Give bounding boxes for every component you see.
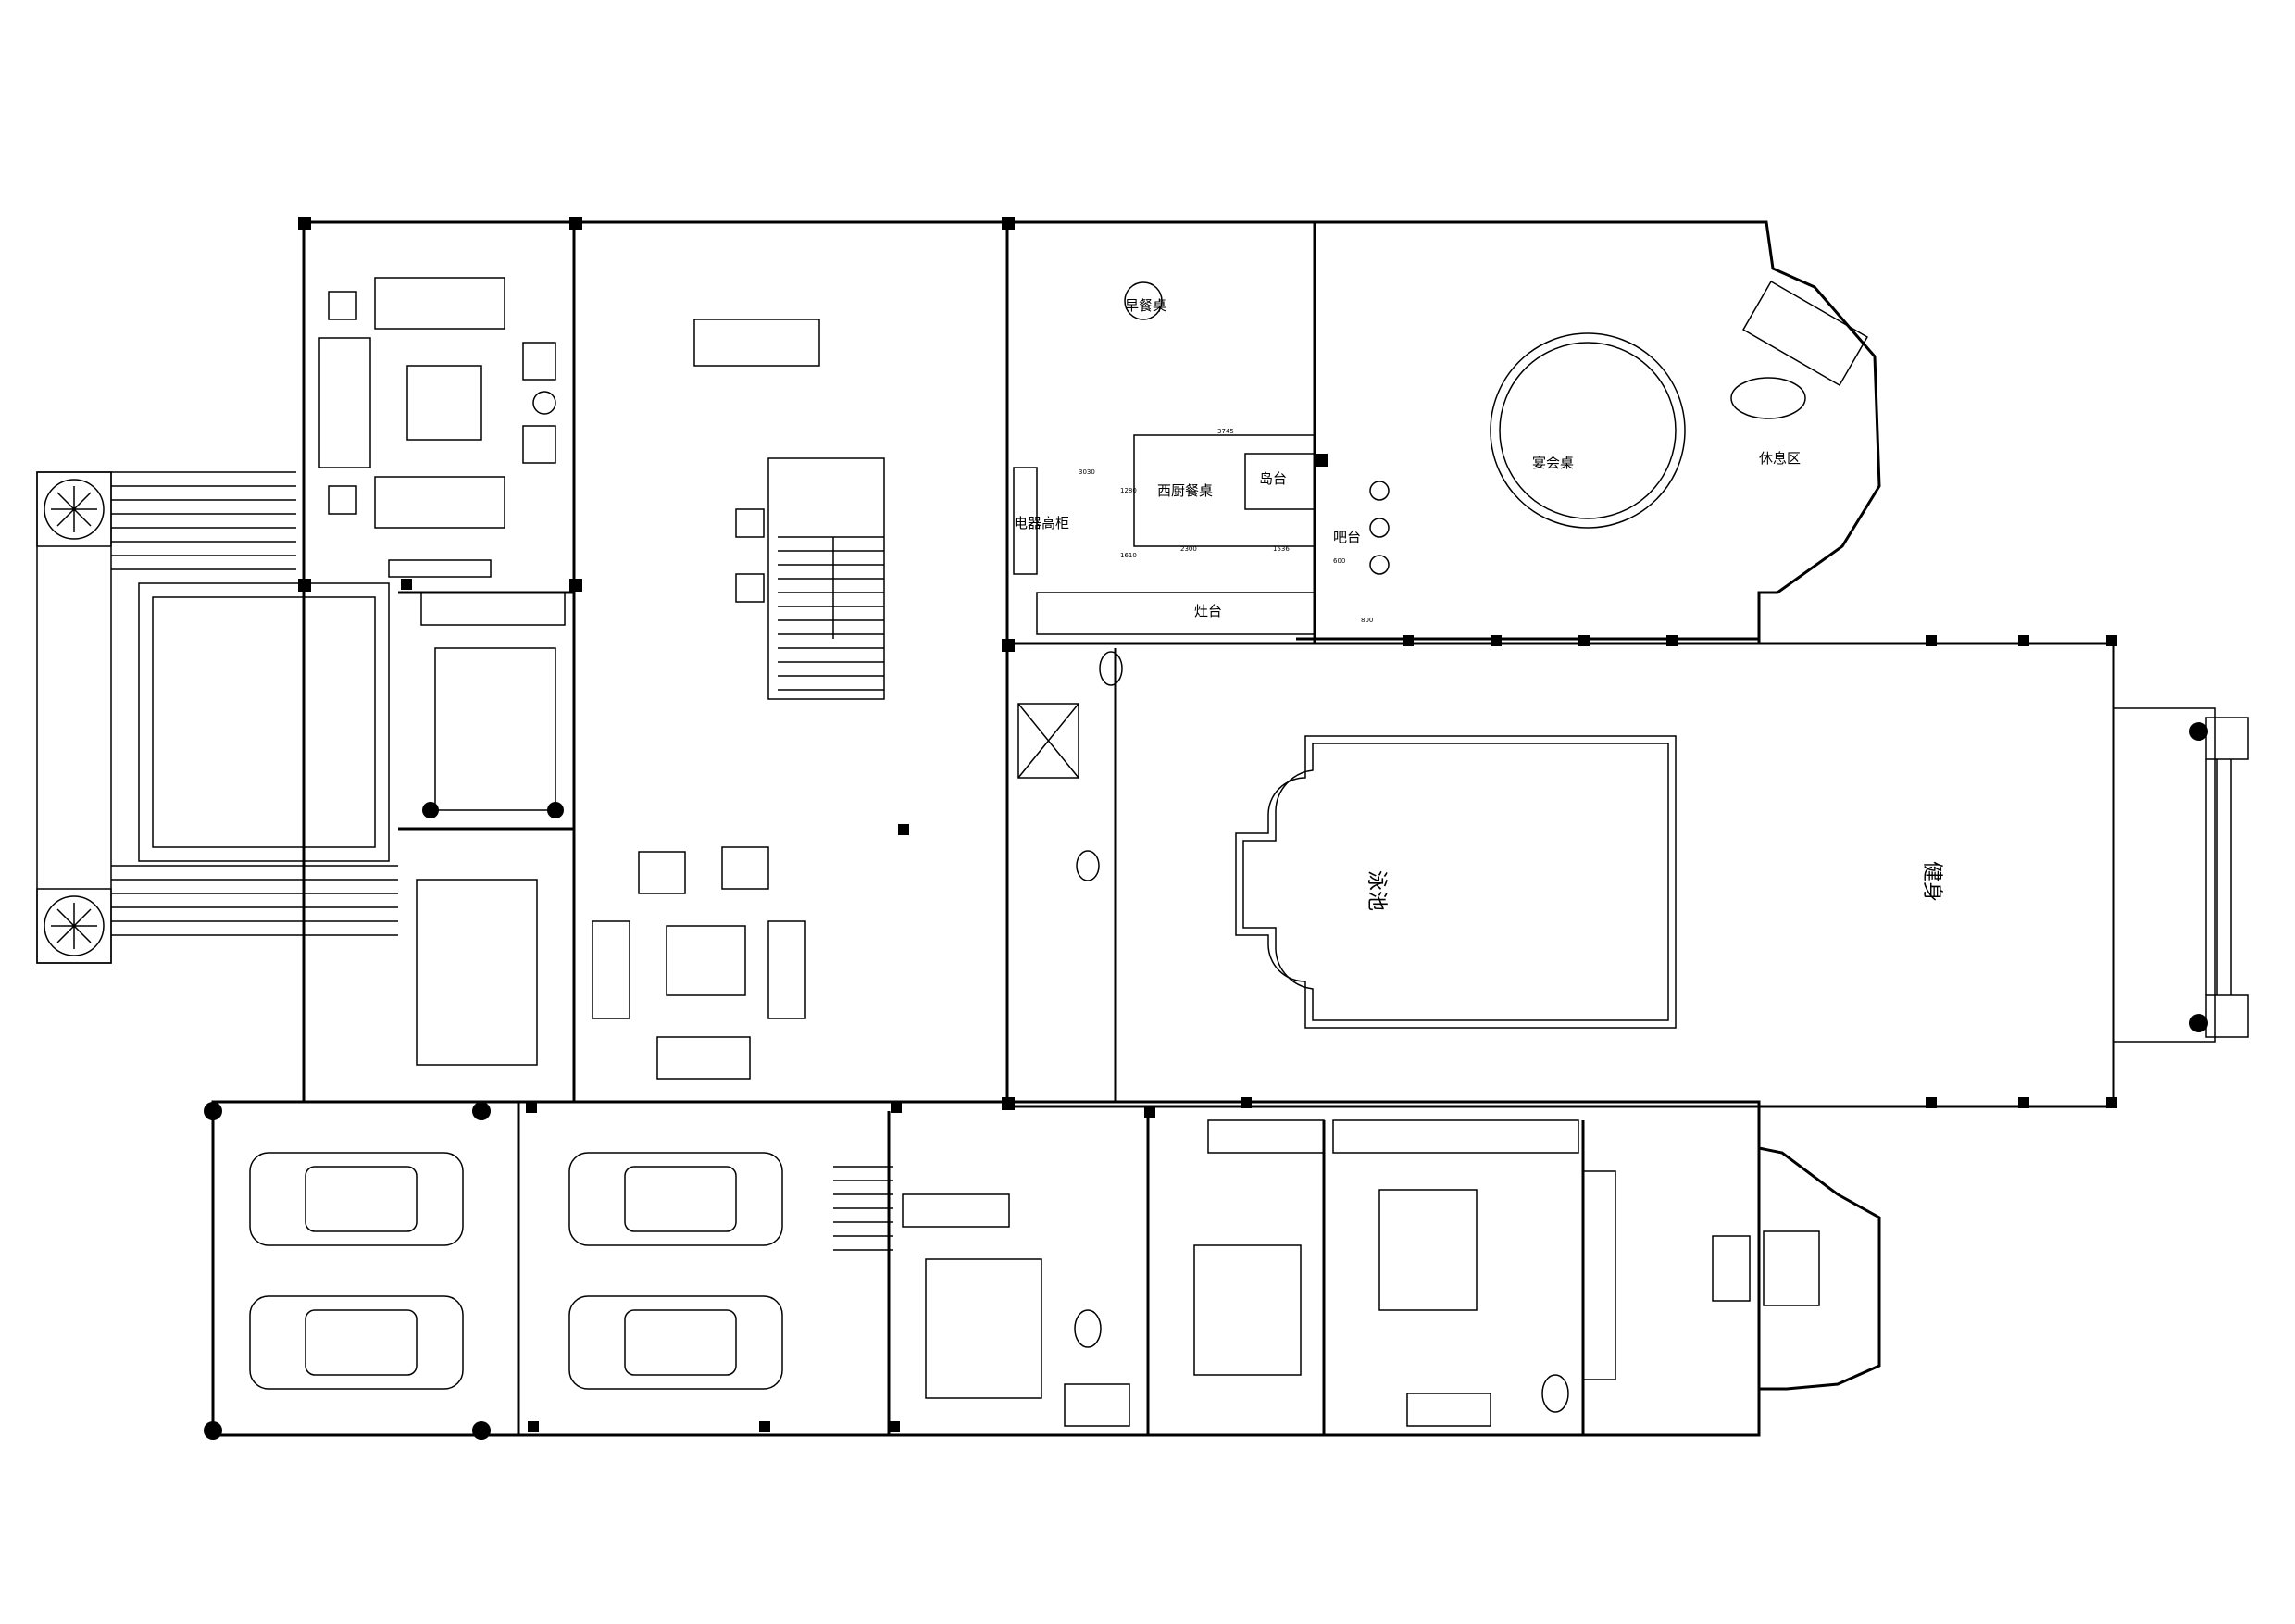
breakfast-table-label: 早餐桌	[1125, 297, 1166, 314]
left-terrace	[36, 471, 538, 1066]
dimension-text: 3745	[1217, 428, 1234, 435]
planter-bottom-left	[36, 888, 112, 964]
western-kitchen-dining-label: 西厨餐桌	[1157, 482, 1213, 499]
dimension-text: 800	[1361, 617, 1373, 624]
appliance-cabinet-label: 电器高柜	[1014, 515, 1069, 531]
stove-label: 灶台	[1194, 603, 1222, 619]
living-room	[318, 277, 556, 578]
dimension-text: 1610	[1120, 552, 1137, 559]
dimension-text: 1536	[1273, 545, 1290, 553]
car-4	[568, 1295, 783, 1390]
pool	[1235, 735, 1677, 1029]
dimensions: 3745 3030 2300 1536 1280 1610 600 800	[1079, 428, 1373, 624]
car-2	[568, 1152, 783, 1246]
bathrooms	[1017, 651, 1569, 1427]
bedrooms	[902, 1119, 1820, 1427]
car-3	[249, 1295, 464, 1390]
labels: 早餐桌 西厨餐桌 岛台 吧台 电器高柜 灶台 宴会桌 休息区 泳池 健身	[1014, 297, 1943, 911]
kitchen	[1013, 281, 1390, 635]
planter-top-left	[36, 471, 112, 547]
bar-label: 吧台	[1333, 529, 1361, 545]
columns	[204, 217, 2208, 1440]
banquet	[1490, 280, 1868, 529]
gym-label: 健身	[1920, 861, 1943, 902]
car-1	[249, 1152, 464, 1246]
dimension-text: 2300	[1180, 545, 1197, 553]
great-hall	[420, 319, 885, 1080]
lounge-label: 休息区	[1759, 450, 1801, 467]
banquet-table-label: 宴会桌	[1532, 455, 1574, 471]
island-label: 岛台	[1259, 470, 1287, 487]
right-terrace	[2113, 707, 2249, 1043]
dimension-text: 3030	[1079, 468, 1095, 476]
garage	[249, 1152, 893, 1390]
dimension-text: 1280	[1120, 487, 1137, 494]
walls	[211, 220, 2115, 1437]
dimension-text: 600	[1333, 557, 1345, 565]
pool-label: 泳池	[1365, 870, 1388, 911]
